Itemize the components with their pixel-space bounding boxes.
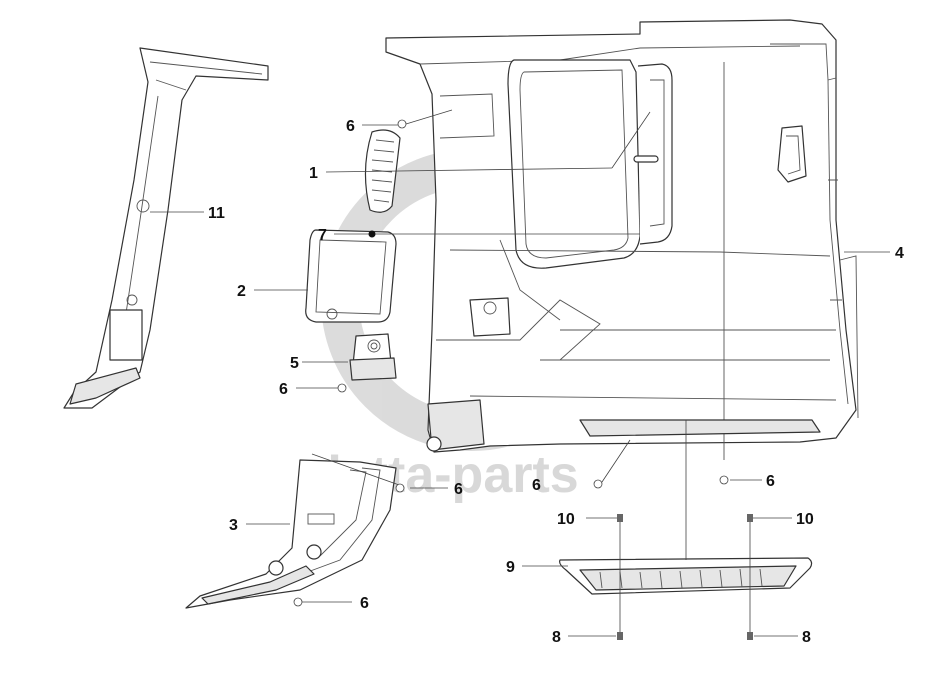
- callout-6-bottom: 6: [360, 595, 369, 612]
- callout-9: 9: [506, 559, 515, 576]
- callout-11: 11: [208, 205, 225, 222]
- callout-1: 1: [309, 165, 318, 182]
- callout-6-upper: 6: [346, 118, 355, 135]
- part-3-lower-trim: [185, 459, 397, 609]
- part-7-clip-dot: [368, 230, 376, 238]
- part-2-tray: [305, 229, 397, 323]
- part-4-side-panel: [385, 19, 859, 460]
- callout-6-mid-left: 6: [279, 381, 288, 398]
- callout-10-left: 10: [557, 511, 575, 528]
- bolt-8-right: [747, 632, 753, 640]
- callout-6-lower-right: 6: [766, 473, 775, 490]
- part-5-bracket: [349, 333, 397, 381]
- callout-10-right: 10: [796, 511, 814, 528]
- callout-8-right: 8: [802, 629, 811, 646]
- part-9-floor-tray: [559, 557, 813, 595]
- bolt-10-left: [617, 514, 623, 522]
- callout-6-lower-center: 6: [532, 477, 541, 494]
- callout-5: 5: [290, 355, 299, 372]
- callout-7: 7: [318, 227, 327, 244]
- callout-8-left: 8: [552, 629, 561, 646]
- bolt-10-right: [747, 514, 753, 522]
- callout-2: 2: [237, 283, 246, 300]
- callout-6-lower-left: 6: [454, 481, 463, 498]
- callout-3: 3: [229, 517, 238, 534]
- bolt-8-left: [617, 632, 623, 640]
- callout-4: 4: [895, 245, 904, 262]
- leader-lines: [150, 109, 890, 640]
- part-11-pillar-trim: [63, 47, 269, 409]
- callout-labels: 1 2 3 4 5 6 6 6 6 6 6 7 8 8 9 10 10 11: [208, 118, 904, 646]
